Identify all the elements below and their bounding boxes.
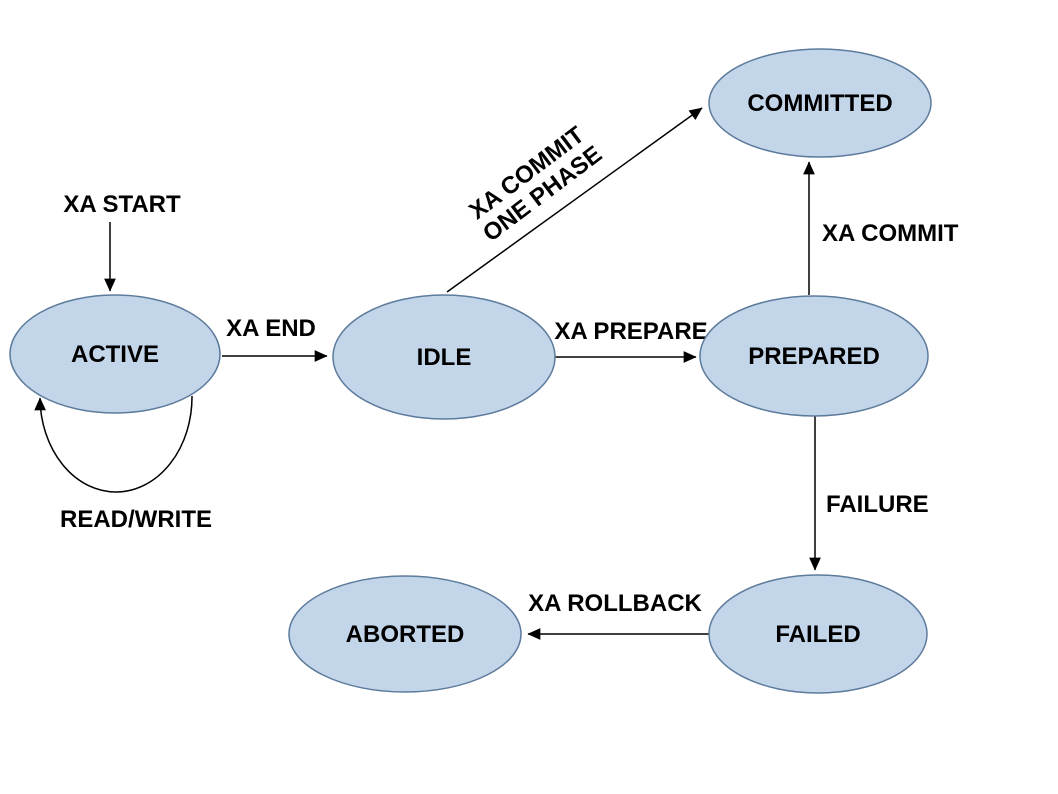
node-label-prepared: PREPARED bbox=[748, 343, 880, 370]
node-label-active: ACTIVE bbox=[71, 341, 159, 368]
edge-label-read-write: READ/WRITE bbox=[60, 506, 212, 533]
node-ellipse-committed bbox=[708, 48, 932, 158]
edge-label-xa-end: XA END bbox=[226, 315, 316, 342]
edge-label-xa-rollback: XA ROLLBACK bbox=[528, 590, 702, 617]
node-prepared: PREPARED bbox=[699, 295, 929, 417]
edge-label-xa-commit: XA COMMIT bbox=[822, 220, 959, 247]
edge-line-xa-commit-one-phase bbox=[446, 107, 703, 293]
node-active: ACTIVE bbox=[9, 294, 221, 414]
edge-label-xa-prepare: XA PREPARE bbox=[554, 318, 707, 345]
node-ellipse-idle bbox=[332, 294, 556, 420]
edge-xa-commit: XA COMMIT bbox=[803, 161, 959, 295]
node-committed: COMMITTED bbox=[708, 48, 932, 158]
nodes: ACTIVE IDLE COMMITTED PREPARED FAILED AB bbox=[9, 48, 932, 694]
node-ellipse-active bbox=[9, 294, 221, 414]
edge-xa-rollback: XA ROLLBACK bbox=[527, 590, 709, 640]
edge-xa-commit-one-phase: XA COMMIT ONE PHASE bbox=[446, 107, 703, 293]
node-idle: IDLE bbox=[332, 294, 556, 420]
edge-xa-prepare: XA PREPARE bbox=[554, 318, 708, 363]
node-label-failed: FAILED bbox=[775, 621, 860, 648]
node-aborted: ABORTED bbox=[288, 575, 522, 693]
edge-label-failure: FAILURE bbox=[826, 491, 929, 518]
node-label-aborted: ABORTED bbox=[346, 621, 465, 648]
node-ellipse-prepared bbox=[699, 295, 929, 417]
edge-read-write: READ/WRITE bbox=[34, 395, 212, 533]
edge-failure: FAILURE bbox=[809, 416, 929, 571]
node-failed: FAILED bbox=[708, 574, 928, 694]
node-ellipse-failed bbox=[708, 574, 928, 694]
edge-xa-start: XA START bbox=[63, 191, 181, 292]
edge-line-read-write bbox=[34, 395, 193, 493]
edge-xa-end: XA END bbox=[222, 315, 328, 362]
node-ellipse-aborted bbox=[288, 575, 522, 693]
node-label-idle: IDLE bbox=[417, 344, 472, 371]
node-label-committed: COMMITTED bbox=[747, 90, 892, 117]
edge-label-xa-start: XA START bbox=[63, 191, 181, 218]
